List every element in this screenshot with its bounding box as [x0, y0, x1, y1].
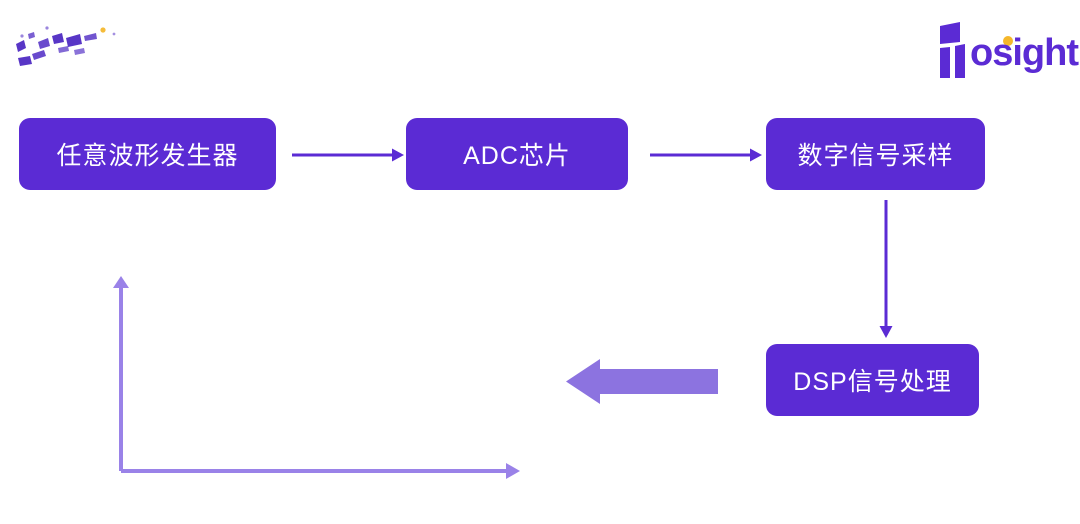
node-label: 任意波形发生器: [56, 142, 239, 170]
arrow-sampling-to-dsp: [879, 200, 893, 338]
node-arbitrary-waveform-generator[interactable]: 任意波形发生器: [19, 118, 276, 190]
node-label: DSP信号处理: [793, 368, 952, 396]
node-digital-signal-sampling[interactable]: 数字信号采样: [766, 118, 985, 190]
node-dsp-signal-processing[interactable]: DSP信号处理: [766, 344, 979, 416]
result-plot-axes: [113, 276, 520, 479]
osight-logo-wordmark: osight: [970, 32, 1079, 74]
partner-logo-left: [14, 22, 179, 78]
arrow-dsp-to-plot-thick: [566, 359, 718, 404]
partner-logo-left-mark: [16, 26, 116, 66]
arrow-awg-to-adc: [292, 148, 404, 162]
node-label: ADC芯片: [463, 142, 571, 170]
node-label: 数字信号采样: [797, 142, 954, 170]
arrow-adc-to-sampling: [650, 148, 762, 162]
osight-logo: osight: [936, 20, 1079, 82]
osight-logo-mark-icon: [940, 22, 1013, 78]
node-adc-chip[interactable]: ADC芯片: [406, 118, 628, 190]
